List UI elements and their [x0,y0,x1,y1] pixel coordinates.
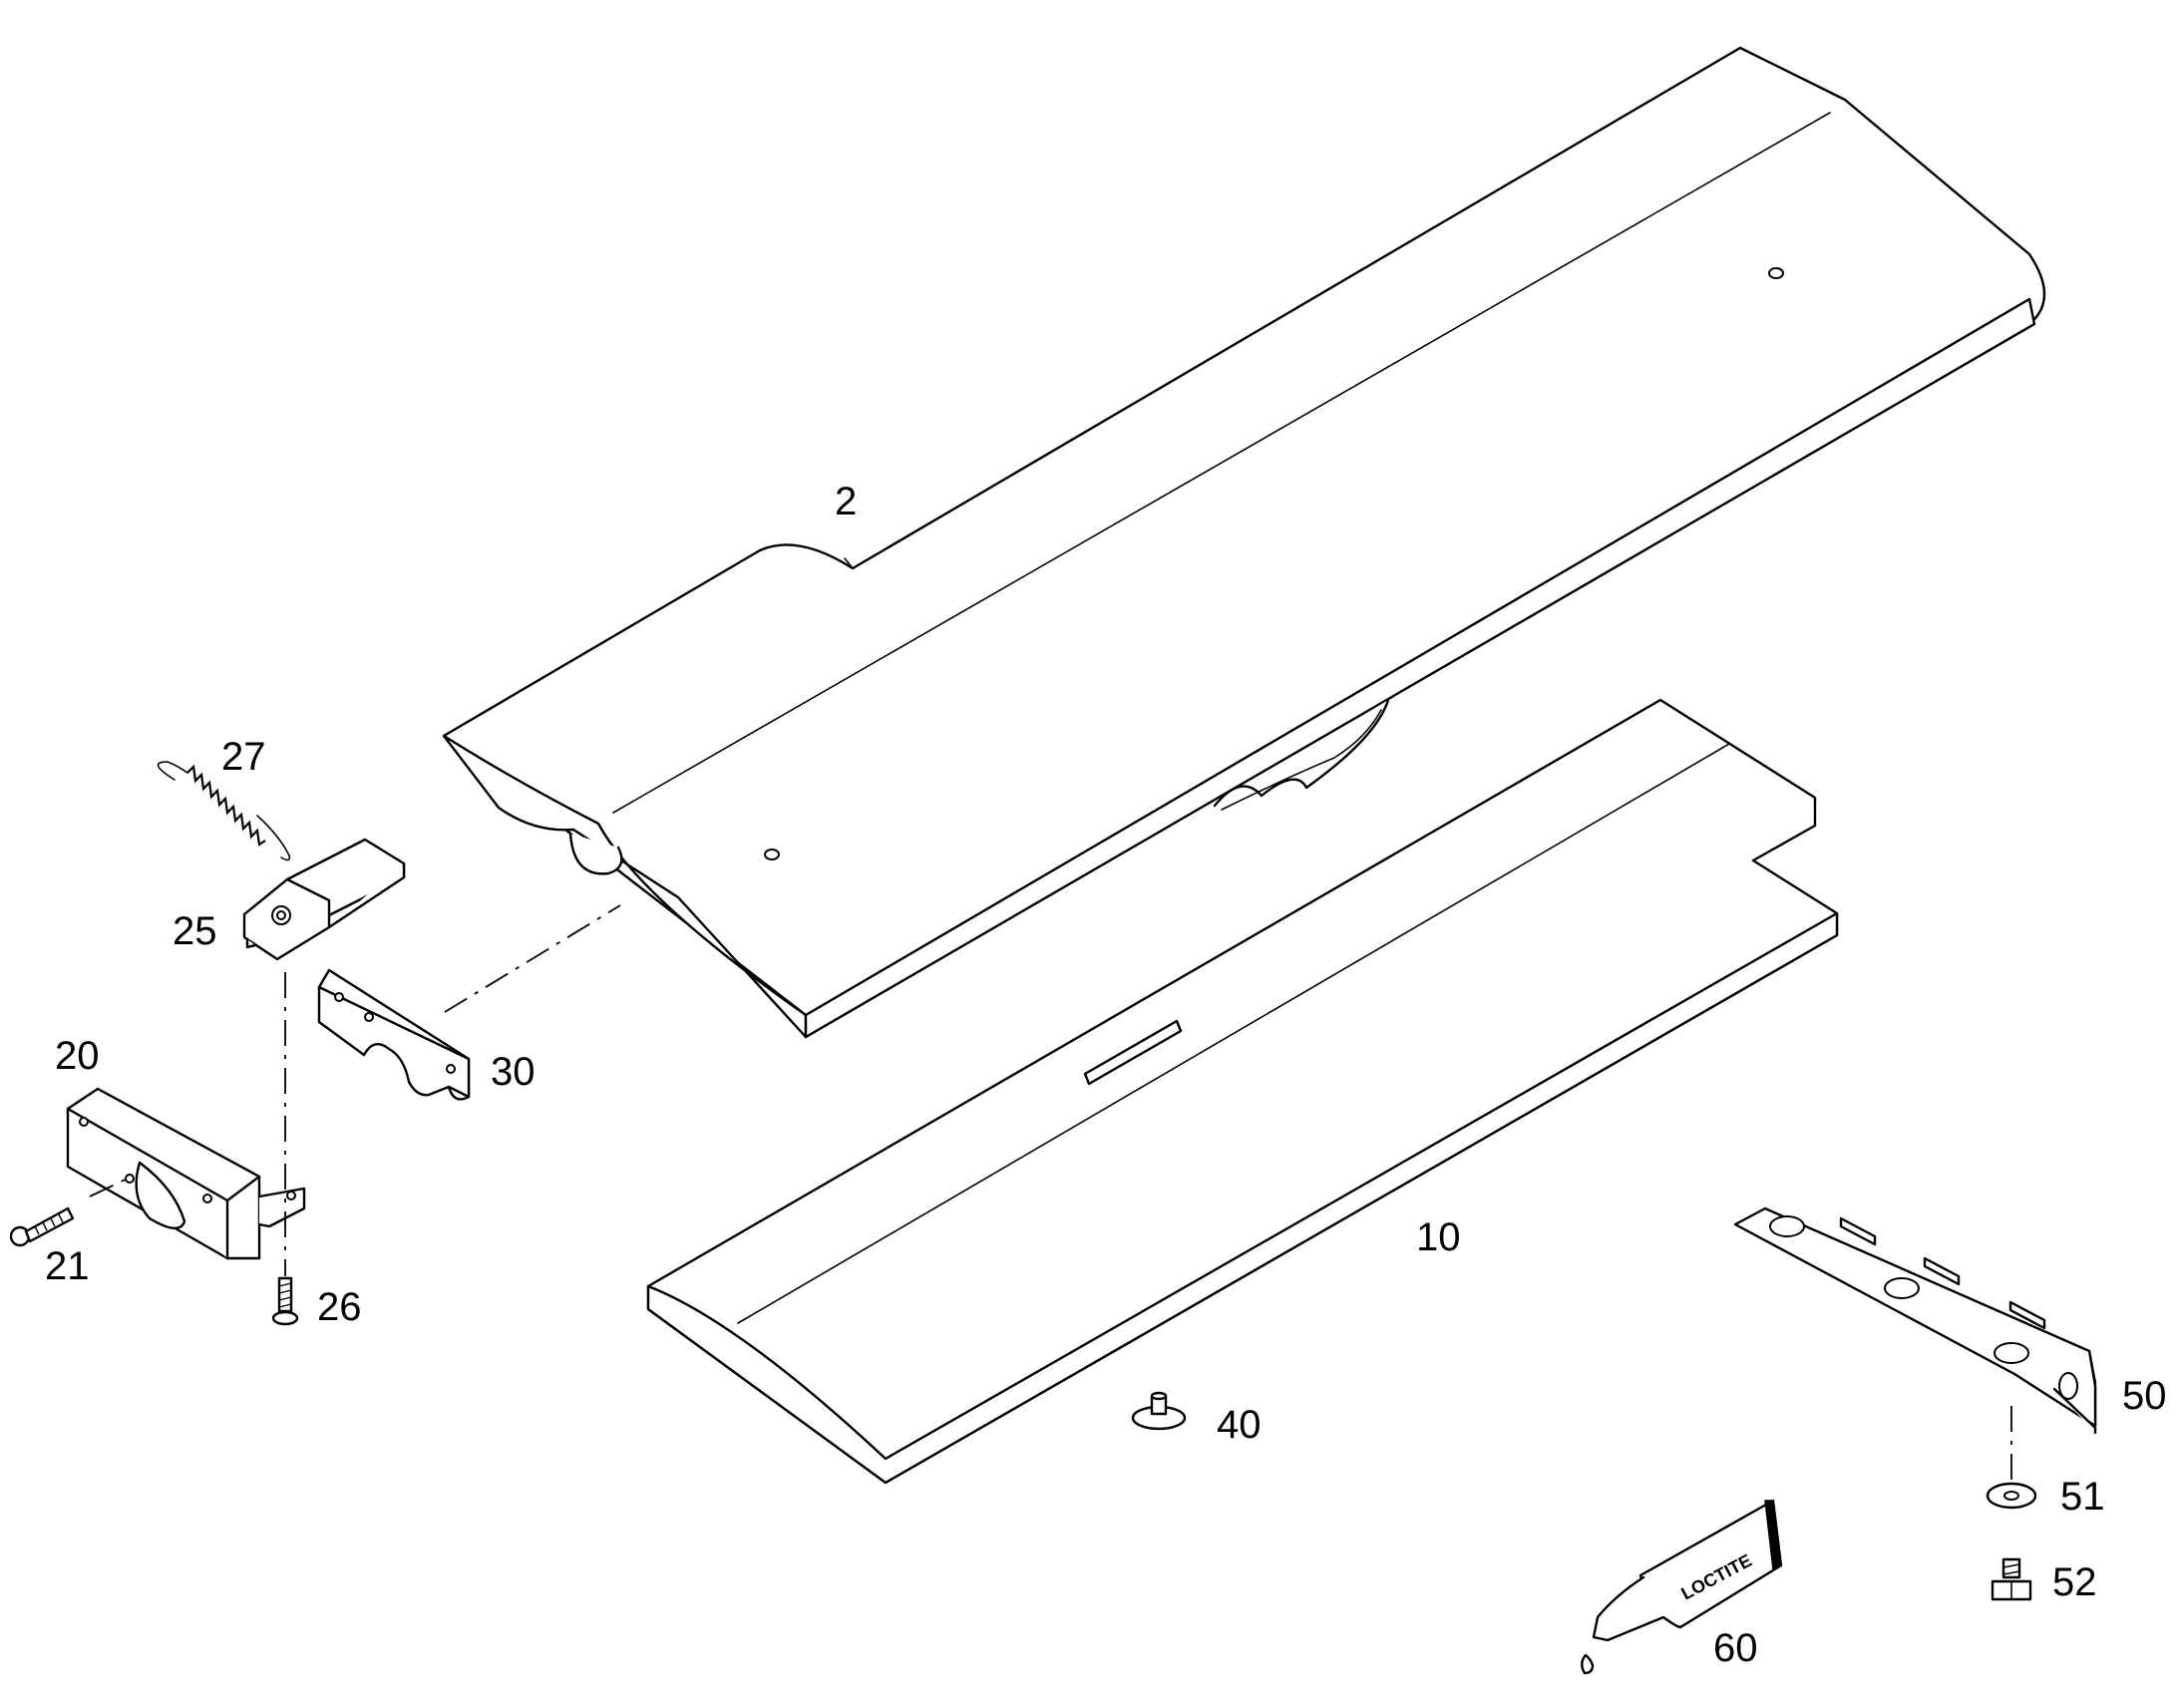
callout-52: 52 [2052,1560,2097,1604]
part-10-lower-panel [646,698,1839,1485]
part-21-screw [9,1206,75,1247]
callout-51: 51 [2060,1475,2105,1519]
callout-labels: 2 10 20 21 25 26 27 30 40 50 51 52 60 [45,480,2167,1670]
part-26-screw [271,1276,299,1326]
callout-30: 30 [491,1050,536,1094]
part-52-bolt [1991,1557,2032,1601]
callout-50: 50 [2122,1374,2167,1418]
callout-60: 60 [1713,1626,1758,1670]
callout-2: 2 [835,480,857,523]
callout-20: 20 [55,1034,100,1078]
callout-10: 10 [1416,1215,1461,1259]
part-2-upper-cover [442,46,2046,1039]
alignment-lines [89,904,2012,1486]
part-25-latch-slider [242,838,406,961]
part-51-washer [1986,1482,2037,1510]
callout-21: 21 [45,1244,90,1288]
part-50-hinge-strip [1733,1206,2097,1435]
callout-40: 40 [1217,1403,1262,1447]
callout-25: 25 [173,909,217,953]
part-30-bracket-plate [317,968,471,1101]
callout-27: 27 [221,735,266,779]
part-27-tension-spring [157,761,291,861]
part-20-latch-housing [66,1087,306,1260]
part-40-pin [1131,1391,1187,1431]
callout-26: 26 [317,1285,362,1329]
